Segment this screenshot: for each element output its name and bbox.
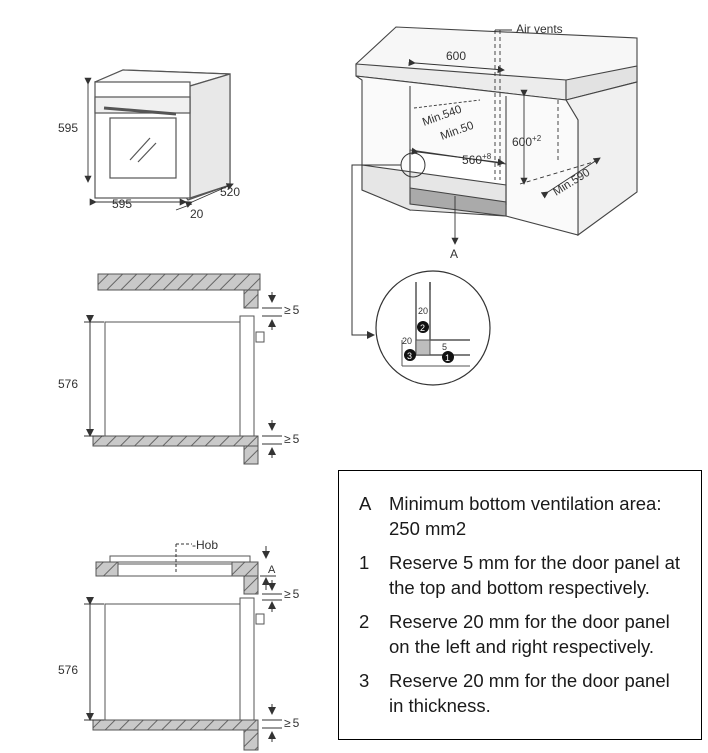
legend-text: Reserve 20 mm for the door panel in thic… xyxy=(389,670,670,716)
niche-height-label: 600+2 xyxy=(512,134,542,149)
detail-5: 5 xyxy=(442,342,447,352)
oven-depth-label: 520 xyxy=(220,185,240,199)
legend-box: A Minimum bottom ventilation area: 250 m… xyxy=(338,470,702,740)
section-1-gap-bottom: ≥5 xyxy=(284,432,300,446)
legend-text: Reserve 5 mm for the door panel at the t… xyxy=(389,552,681,598)
cabinet-dimension-lines xyxy=(408,29,601,245)
oven-height-label: 595 xyxy=(58,121,78,135)
legend-item-1: 1 Reserve 5 mm for the door panel at the… xyxy=(359,550,689,600)
section-2-height: 576 xyxy=(58,663,78,677)
section-2 xyxy=(84,543,282,751)
svg-text:3: 3 xyxy=(407,351,412,361)
legend-text: Minimum bottom ventilation area: 250 mm2 xyxy=(389,493,662,539)
cabinet-perspective xyxy=(355,26,638,237)
oven-perspective xyxy=(94,69,231,201)
section-2-a-label: A xyxy=(268,564,276,576)
svg-text:2: 2 xyxy=(420,323,425,333)
badge-3: 3 xyxy=(404,349,416,361)
legend-item-2: 2 Reserve 20 mm for the door panel on th… xyxy=(359,609,689,659)
badge-1: 1 xyxy=(442,351,454,363)
legend-key: 1 xyxy=(359,552,370,573)
section-1-height: 576 xyxy=(58,377,78,391)
air-vents-label: Air vents xyxy=(516,22,563,36)
legend-item-a: A Minimum bottom ventilation area: 250 m… xyxy=(359,491,689,541)
legend-text: Reserve 20 mm for the door panel on the … xyxy=(389,611,670,657)
niche-width-label: 560+8 xyxy=(462,152,492,167)
hob-label: -Hob xyxy=(192,538,218,552)
section-1-gap-top: ≥5 xyxy=(284,303,300,317)
oven-dimension-lines xyxy=(84,77,234,211)
detail-20-side: 20 xyxy=(402,336,412,346)
cabinet-width-label: 600 xyxy=(446,49,466,63)
legend-key: A xyxy=(359,493,372,514)
ventilation-a-label: A xyxy=(450,247,458,261)
oven-door-label: 20 xyxy=(190,207,204,221)
section-2-gap-top: ≥5 xyxy=(284,587,300,601)
section-1 xyxy=(84,273,282,465)
section-2-gap-bottom: ≥5 xyxy=(284,716,300,730)
svg-text:1: 1 xyxy=(445,353,450,363)
legend-item-3: 3 Reserve 20 mm for the door panel in th… xyxy=(359,668,689,718)
legend-key: 3 xyxy=(359,670,370,691)
oven-width-label: 595 xyxy=(112,197,132,211)
detail-20-top: 20 xyxy=(418,306,428,316)
badge-2: 2 xyxy=(417,321,429,333)
legend-key: 2 xyxy=(359,611,370,632)
